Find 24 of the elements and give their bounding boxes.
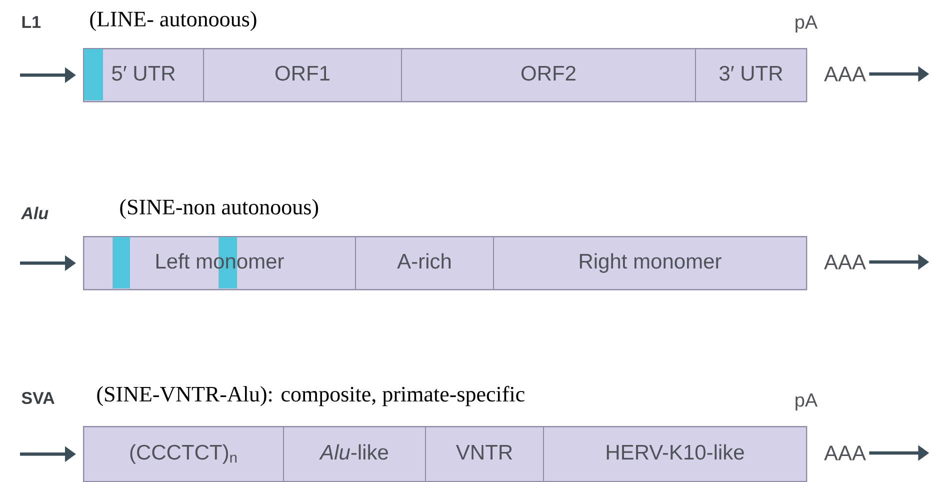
element-name: L1 — [22, 16, 41, 28]
polya-tail: AAA — [824, 446, 866, 460]
sequence-segment: (CCCTCT)$_{n}$ — [83, 426, 284, 482]
sequence-segment: HERV-K10-like — [543, 426, 807, 482]
sequence-segment: A-rich — [355, 236, 494, 290]
sequence-segment: Right monomer — [493, 236, 807, 290]
element-description: (LINE- autonoous) — [90, 11, 256, 31]
polya-signal: pA — [796, 394, 818, 410]
element-description: (SINE-non autonoous) — [120, 199, 318, 219]
element-name: SVA — [22, 392, 54, 404]
polya-signal: pA — [796, 16, 818, 32]
element-description: (SINE-VNTR-Alu): composite, primate-specific — [97, 386, 524, 406]
element-name: Alu — [20, 206, 48, 220]
polya-tail: AAA — [824, 66, 866, 82]
sequence-bar — [83, 48, 808, 102]
sequence-bar — [83, 236, 808, 290]
polya-tail: AAA — [824, 254, 866, 270]
sequence-segment: 5′ UTR — [83, 48, 204, 102]
sequence-segment: ORF2 — [401, 48, 696, 102]
sequence-segment: ORF1 — [203, 48, 402, 102]
sequence-segment: VNTR — [425, 426, 544, 482]
sequence-bar — [83, 426, 808, 482]
sequence-segment: 3′ UTR — [695, 48, 807, 102]
sequence-segment: Alu-like — [283, 426, 426, 482]
